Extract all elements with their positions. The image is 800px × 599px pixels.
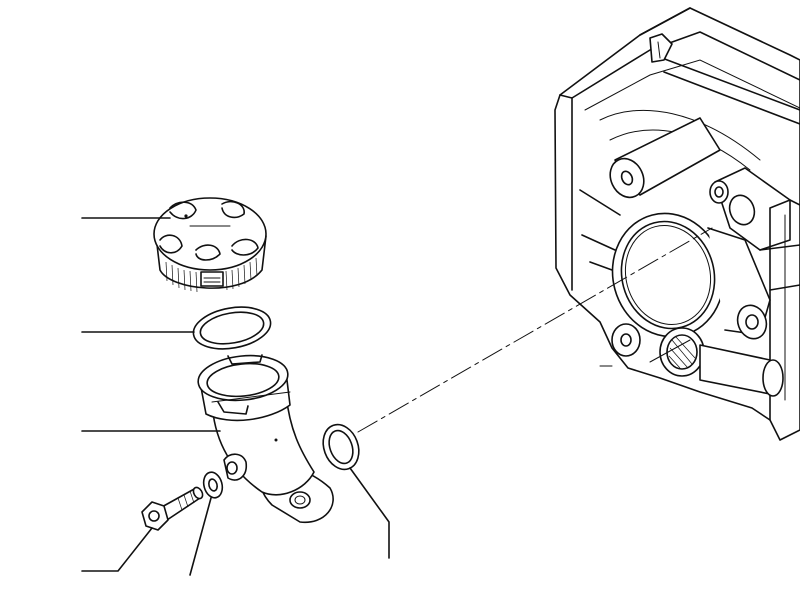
o-ring-icon (192, 306, 272, 350)
filler-neck-elbow-icon (197, 354, 334, 523)
oil-filler-cap-icon (153, 197, 267, 293)
leader-line-elbow-o-ring (349, 467, 390, 559)
o-ring-icon (322, 423, 360, 471)
leader-line-washer (189, 497, 212, 576)
assembly-axis-line (357, 227, 713, 433)
leader-line-bolt (81, 527, 153, 572)
pump-housing (554, 7, 800, 441)
washer-icon (202, 471, 224, 499)
hex-bolt-icon (141, 486, 204, 531)
port-axis-line (649, 339, 691, 363)
